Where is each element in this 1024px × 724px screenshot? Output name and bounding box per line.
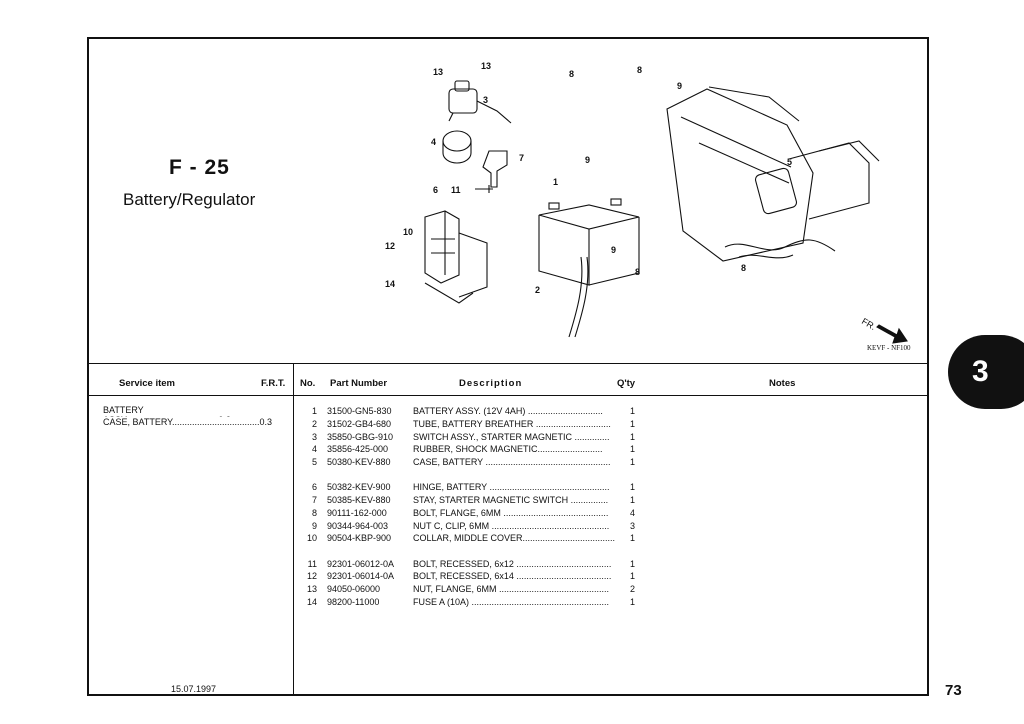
figure-title: Battery/Regulator <box>123 190 256 209</box>
callout-8c: 8 <box>635 267 640 277</box>
callout-1: 1 <box>553 177 558 187</box>
header-description: Description <box>459 378 523 389</box>
hinge-drawing <box>424 210 488 304</box>
header-divider-top <box>89 363 927 364</box>
header-divider-bottom <box>89 395 927 396</box>
callout-9c: 9 <box>611 245 616 255</box>
section-tab: 3 <box>948 335 1024 409</box>
breather-tube-drawing <box>568 256 589 338</box>
header-service-item: Service item <box>119 378 175 389</box>
page-number: 73 <box>945 682 962 699</box>
bolt-11-drawing <box>475 185 493 193</box>
front-arrow: FR. <box>860 316 908 344</box>
callout-2: 2 <box>535 285 540 295</box>
catalog-date: 15.07.1997 <box>171 684 217 694</box>
exploded-parts-drawing: FR. 13 13 3 4 7 11 6 10 12 14 1 2 8 8 9 … <box>385 61 908 344</box>
drawing-code: KEVF - NF100 <box>867 344 911 352</box>
callout-5: 5 <box>787 157 792 167</box>
callout-9b: 9 <box>585 155 590 165</box>
battery-case-drawing <box>666 86 880 262</box>
header-part-number: Part Number <box>330 378 388 389</box>
shock-rubber-drawing <box>442 130 472 164</box>
callout-8b: 8 <box>637 65 642 75</box>
callout-10: 10 <box>403 227 413 237</box>
callout-12: 12 <box>385 241 395 251</box>
header-no: No. <box>300 378 316 389</box>
catalog-frame: F - 25 Battery/Regulator <box>87 37 929 696</box>
callout-6: 6 <box>433 185 438 195</box>
wiring-drawing <box>724 239 836 259</box>
service-items-list: BATTERY ASSY............................… <box>103 405 273 429</box>
callout-7: 7 <box>519 153 524 163</box>
figure-code: F - 25 <box>169 156 230 179</box>
callout-4: 4 <box>431 137 436 147</box>
callout-11: 11 <box>451 185 461 195</box>
header-qty: Q'ty <box>617 378 636 389</box>
header-frt: F.R.T. <box>261 378 286 389</box>
callout-13a: 13 <box>433 67 443 77</box>
service-item: BATTERY ASSY............................… <box>103 405 231 417</box>
callout-9a: 9 <box>677 81 682 91</box>
stay-drawing <box>482 150 508 188</box>
svg-text:FR.: FR. <box>860 316 878 332</box>
callout-13b: 13 <box>481 61 491 71</box>
callout-3: 3 <box>483 95 488 105</box>
service-item: CASE, BATTERY...........................… <box>103 417 273 427</box>
callout-14: 14 <box>385 279 395 289</box>
callout-8d: 8 <box>741 263 746 273</box>
starter-switch-drawing <box>448 80 512 124</box>
battery-drawing <box>538 198 640 286</box>
callout-8a: 8 <box>569 69 574 79</box>
column-divider <box>293 363 294 694</box>
header-notes: Notes <box>769 378 796 389</box>
